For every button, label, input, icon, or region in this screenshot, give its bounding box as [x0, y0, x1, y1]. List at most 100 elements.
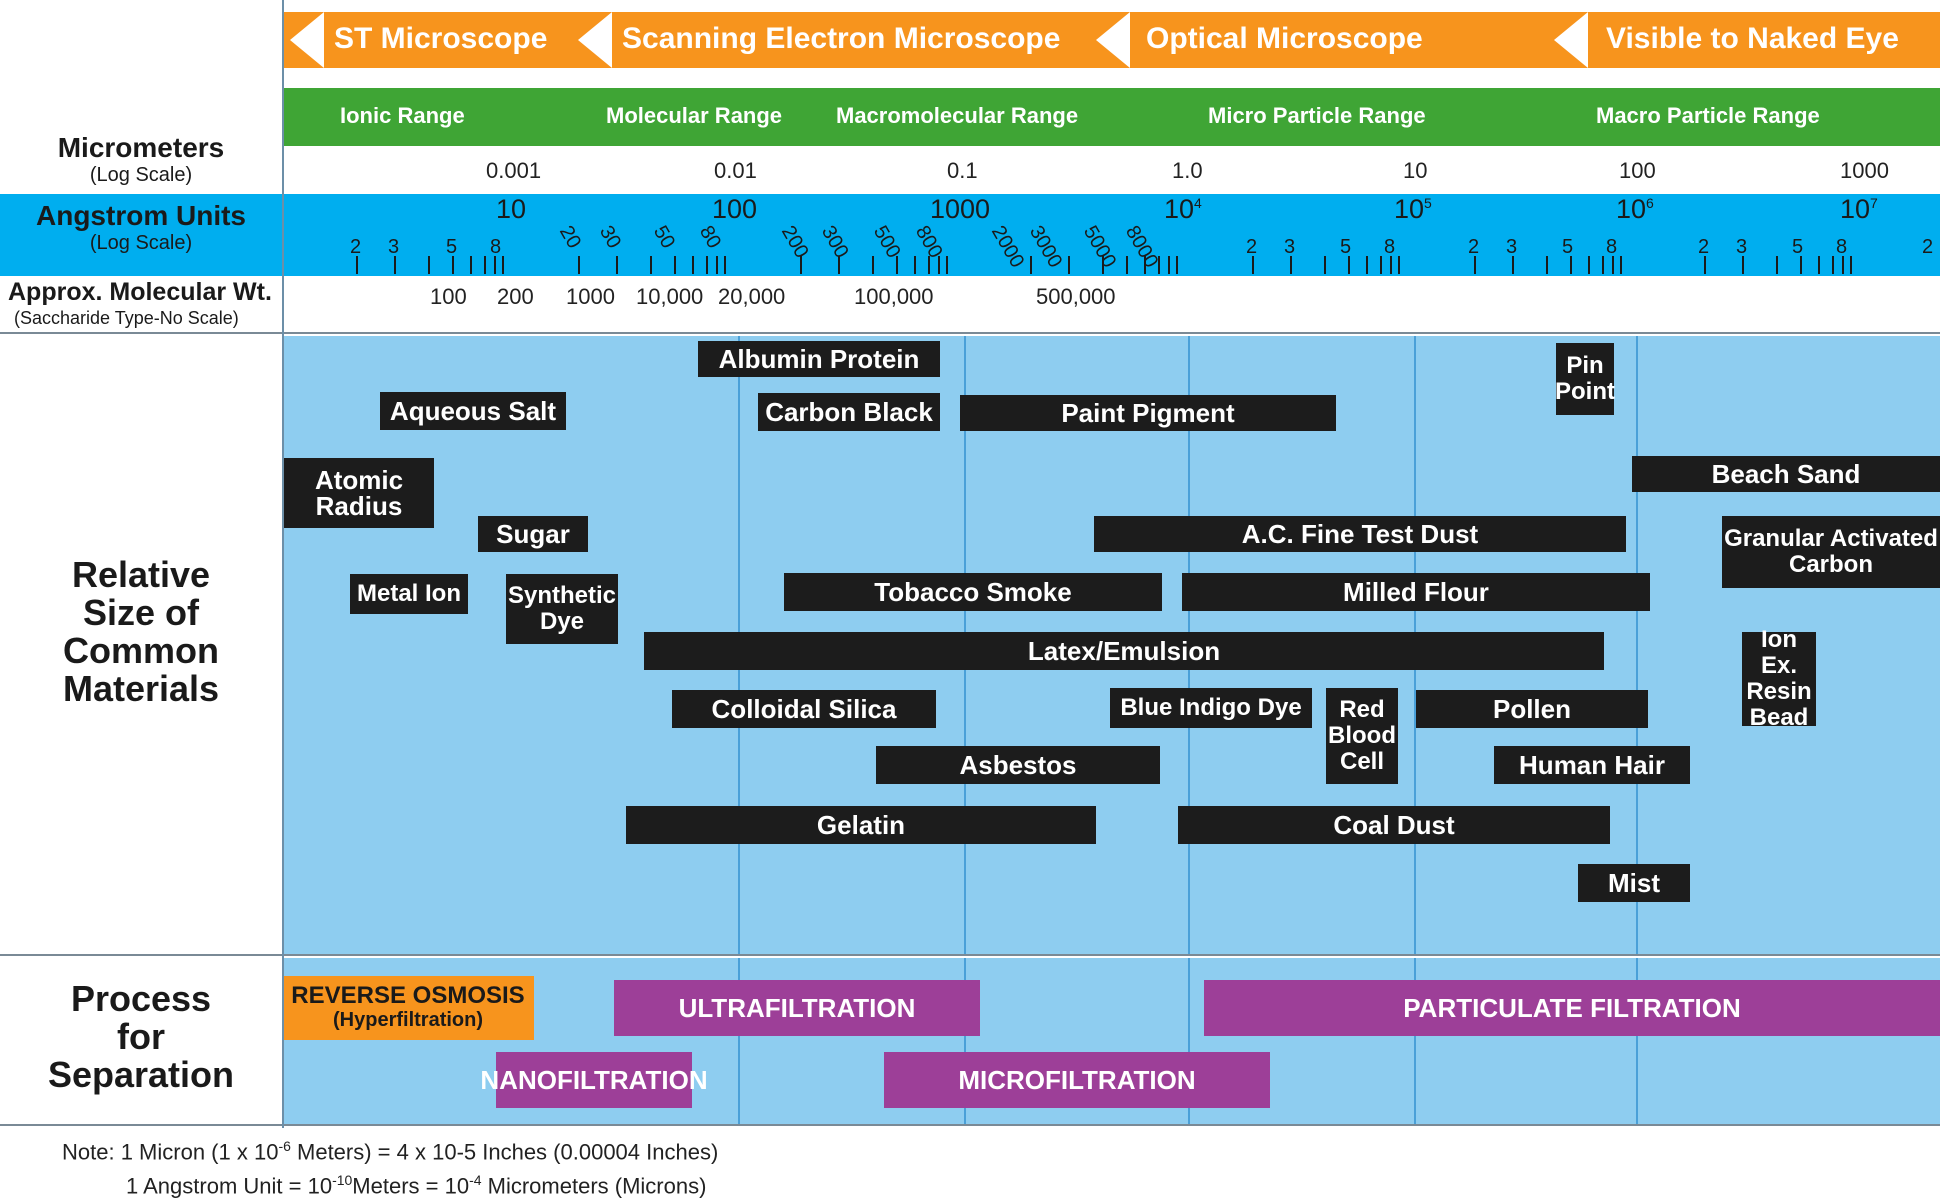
range-label: Macromolecular Range: [836, 103, 1079, 128]
material-beach-sand: Beach Sand: [1632, 456, 1940, 492]
angstrom-minor-label: 5: [1792, 236, 1804, 258]
molecular-weight-label: Approx. Molecular Wt.: [8, 278, 272, 306]
micrometer-tick: 0.001: [486, 158, 542, 183]
range-label: Macro Particle Range: [1596, 103, 1820, 128]
angstrom-minor-label: 8: [490, 236, 502, 258]
angstrom-minor-label: 3: [1736, 236, 1748, 258]
molecular-weight-value: 100: [430, 284, 467, 309]
microscope-label: Scanning Electron Microscope: [622, 22, 1061, 55]
range-label: Micro Particle Range: [1208, 103, 1426, 128]
micrometer-tick: 0.1: [947, 158, 978, 183]
range-label: Ionic Range: [340, 103, 465, 128]
left-arrow-icon: [1554, 12, 1588, 68]
exponent: 6: [1646, 195, 1654, 211]
microscope-label: Optical Microscope: [1146, 22, 1423, 55]
angstrom-minor-label: 5: [446, 236, 458, 258]
molecular-weight-value: 100,000: [854, 284, 934, 309]
material-albumin-protein: Albumin Protein: [698, 341, 940, 377]
molecular-weight-value: 500,000: [1036, 284, 1116, 309]
reverse-osmosis-bar: REVERSE OSMOSIS (Hyperfiltration): [282, 976, 534, 1040]
range-label: Molecular Range: [606, 103, 783, 128]
material-carbon-black: Carbon Black: [758, 393, 940, 431]
material-ion-ex-resin-bead: Ion Ex. Resin Bead: [1742, 627, 1816, 731]
material-red-blood-cell: Red Blood Cell: [1326, 688, 1398, 784]
angstrom-major-label: 105: [1394, 194, 1432, 224]
angstrom-minor-label: 5: [1562, 236, 1574, 258]
molecular-weight-sublabel: (Saccharide Type-No Scale): [14, 308, 239, 328]
angstrom-label: Angstrom Units: [36, 200, 246, 231]
exponent: 4: [1194, 195, 1202, 211]
process-label: Process for Separation: [47, 978, 235, 1095]
angstrom-major-label: 100: [712, 194, 758, 224]
micrometer-tick: 1.0: [1172, 158, 1203, 183]
material-aqueous-salt: Aqueous Salt: [380, 392, 566, 430]
note-micron: Note: 1 Micron (1 x 10-6 Meters) = 4 x 1…: [62, 1138, 719, 1165]
exponent: 7: [1870, 195, 1878, 211]
note-angstrom: 1 Angstrom Unit = 10-10Meters = 10-4 Mic…: [126, 1172, 707, 1199]
angstrom-major-label: 106: [1616, 194, 1654, 224]
material-blue-indigo-dye: Blue Indigo Dye: [1110, 688, 1312, 728]
micrometer-tick: 0.01: [714, 158, 757, 183]
material-granular-activated-carbon: Granular Activated Carbon: [1722, 516, 1940, 588]
left-column-divider: [282, 0, 284, 1128]
molecular-weight-value: 200: [497, 284, 534, 309]
material-pollen: Pollen: [1416, 690, 1648, 728]
angstrom-major-label: 10: [496, 194, 527, 224]
row-divider: [0, 332, 1940, 334]
angstrom-minor-label: 8: [1836, 236, 1848, 258]
material-atomic-radius: Atomic Radius: [284, 458, 434, 528]
micrometer-tick: 100: [1619, 158, 1656, 183]
left-arrow-icon: [1096, 12, 1130, 68]
material-metal-ion: Metal Ion: [350, 574, 468, 614]
angstrom-minor-label: 8: [1384, 236, 1396, 258]
microscope-label: Visible to Naked Eye: [1606, 22, 1899, 55]
angstrom-band: [0, 194, 1940, 276]
row-divider: [0, 1124, 1940, 1126]
microscope-label: ST Microscope: [334, 22, 548, 55]
micrometer-tick: 10: [1403, 158, 1428, 183]
angstrom-minor-label: 2: [1468, 236, 1480, 258]
micrometer-tick: 1000: [1840, 158, 1889, 183]
angstrom-sublabel: (Log Scale): [89, 232, 193, 254]
row-divider: [0, 954, 1940, 956]
molecular-weight-value: 20,000: [718, 284, 786, 309]
material-ac-fine-test-dust: A.C. Fine Test Dust: [1094, 516, 1626, 552]
gridline: [1636, 958, 1638, 1124]
gridline: [1414, 958, 1416, 1124]
material-coal-dust: Coal Dust: [1178, 806, 1610, 844]
angstrom-minor-label: 2: [1698, 236, 1710, 258]
nanofiltration-bar: NANOFILTRATION: [480, 1052, 708, 1108]
angstrom-minor-label: 3: [1506, 236, 1518, 258]
material-milled-flour: Milled Flour: [1182, 573, 1650, 611]
micrometers-sublabel: (Log Scale): [89, 164, 193, 186]
relative-size-label: Relative Size of Common Materials: [62, 554, 220, 709]
microfiltration-bar: MICROFILTRATION: [884, 1052, 1270, 1108]
material-tobacco-smoke: Tobacco Smoke: [784, 573, 1162, 611]
gridline: [1188, 958, 1190, 1124]
gridline: [1636, 336, 1638, 956]
particulate-filtration-bar: PARTICULATE FILTRATION: [1204, 980, 1940, 1036]
left-arrow-icon: [578, 12, 612, 68]
micrometers-label: Micrometers: [57, 132, 225, 163]
angstrom-minor-label: 5: [1340, 236, 1352, 258]
material-gelatin: Gelatin: [626, 806, 1096, 844]
molecular-weight-value: 10,000: [636, 284, 704, 309]
material-sugar: Sugar: [478, 516, 588, 552]
angstrom-minor-label: 8: [1606, 236, 1618, 258]
angstrom-minor-label: 2: [350, 236, 362, 258]
molecular-weight-value: 1000: [566, 284, 615, 309]
angstrom-major-label: 104: [1164, 194, 1202, 224]
exponent: 5: [1424, 195, 1432, 211]
material-colloidal-silica: Colloidal Silica: [672, 690, 936, 728]
angstrom-minor-label: 2: [1246, 236, 1258, 258]
angstrom-minor-label: 3: [1284, 236, 1296, 258]
material-synthetic-dye: Synthetic Dye: [506, 574, 618, 644]
material-asbestos: Asbestos: [876, 746, 1160, 784]
angstrom-minor-label: 2: [1922, 236, 1934, 258]
ultrafiltration-bar: ULTRAFILTRATION: [614, 980, 980, 1036]
microscope-banner: ST Microscope Scanning Electron Microsco…: [284, 12, 1940, 68]
gridline: [964, 958, 966, 1124]
angstrom-major-label: 1000: [930, 194, 991, 224]
size-range-band: Ionic Range Molecular Range Macromolecul…: [284, 88, 1940, 146]
material-paint-pigment: Paint Pigment: [960, 395, 1336, 431]
